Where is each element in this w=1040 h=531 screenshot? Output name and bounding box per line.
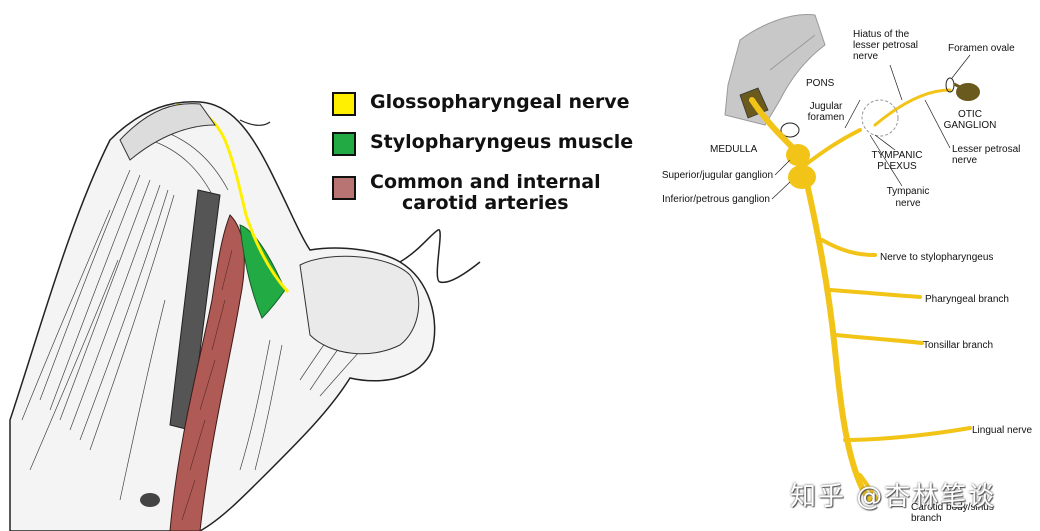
label-inferior-ganglion: Inferior/petrous ganglion xyxy=(662,194,770,205)
carotid-branch xyxy=(858,473,880,502)
label-stylopharyngeus-nerve: Nerve to stylopharyngeus xyxy=(880,252,993,263)
stylopharyngeus-muscle xyxy=(239,224,286,319)
neck-anatomy-drawing xyxy=(9,101,481,531)
legend-label-nerve: Glossopharyngeal nerve xyxy=(370,91,630,113)
legend-label-muscle: Stylopharyngeus muscle xyxy=(370,131,634,153)
anatomy-illustration-panel: Glossopharyngeal nerve Stylopharyngeus m… xyxy=(9,92,633,531)
glossopharyngeal-schematic: PONS MEDULLA Jugular foramen Hiatus of t… xyxy=(662,14,1032,524)
label-otic-1: OTIC xyxy=(958,109,982,120)
label-superior-ganglion: Superior/jugular ganglion xyxy=(662,170,773,181)
lingual-branch xyxy=(843,426,972,442)
tonsillar-branch xyxy=(834,333,924,345)
label-tonsillar-branch: Tonsillar branch xyxy=(923,340,993,351)
label-jugular-foramen-1: Jugular xyxy=(810,101,843,112)
brainstem-ridge xyxy=(769,34,816,71)
label-tympanic-nerve-1: Tympanic xyxy=(887,186,930,197)
label-tympanic-plexus-1: TYMPANIC xyxy=(872,150,923,161)
superior-ganglion-shape xyxy=(786,144,810,166)
tympanic-nerve-path xyxy=(803,128,862,167)
leader-lines xyxy=(771,54,971,200)
legend-item-nerve: Glossopharyngeal nerve xyxy=(332,92,630,116)
label-lesser-petrosal-1: Lesser petrosal xyxy=(952,144,1020,155)
legend-item-arteries: Common and internal carotid arteries xyxy=(332,172,601,214)
label-tympanic-nerve-2: nerve xyxy=(895,198,920,209)
stylopharyngeus-branch xyxy=(820,238,877,257)
label-medulla: MEDULLA xyxy=(710,144,758,155)
tongue-region xyxy=(299,255,420,355)
nerve-root xyxy=(749,97,798,153)
label-otic-2: GANGLION xyxy=(944,120,997,131)
legend-label-arteries: Common and internal carotid arteries xyxy=(370,172,601,214)
label-pharyngeal-branch: Pharyngeal branch xyxy=(925,294,1009,305)
label-jugular-foramen-2: foramen xyxy=(808,112,845,123)
watermark-text: 知乎 @杏林笔谈 xyxy=(790,482,997,512)
label-pons: PONS xyxy=(806,78,835,89)
carotid-artery xyxy=(169,214,245,531)
skull-base xyxy=(119,103,216,161)
label-carotid-2: branch xyxy=(911,513,942,524)
otic-connector xyxy=(953,82,963,90)
label-hiatus-1: Hiatus of the xyxy=(853,29,910,40)
legend-item-muscle: Stylopharyngeus muscle xyxy=(332,132,633,156)
nerve-trunk xyxy=(802,172,873,503)
label-hiatus-2: lesser petrosal xyxy=(853,40,918,51)
legend-swatch-muscle xyxy=(332,132,356,156)
jugular-foramen xyxy=(780,122,800,138)
artery-striations xyxy=(181,249,233,521)
tympanic-plexus-circle xyxy=(861,99,899,137)
label-carotid-1: Carotid body/sinus xyxy=(911,502,994,513)
legend-swatch-arteries xyxy=(332,176,356,200)
nerve-outline-top xyxy=(239,119,271,126)
vessel-cross-section xyxy=(140,493,160,507)
nerve-schematic-panel: PONS MEDULLA Jugular foramen Hiatus of t… xyxy=(640,0,1040,531)
lesser-petrosal-path xyxy=(873,88,952,127)
label-foramen-ovale: Foramen ovale xyxy=(948,43,1015,54)
label-lingual-nerve: Lingual nerve xyxy=(972,425,1032,436)
inferior-ganglion-shape xyxy=(788,165,816,189)
legend-label-arteries-line1: Common and internal xyxy=(370,171,601,193)
label-hiatus-3: nerve xyxy=(853,51,878,62)
legend-swatch-nerve xyxy=(332,92,356,116)
legend-label-arteries-line2: carotid arteries xyxy=(402,192,569,214)
label-lesser-petrosal-2: nerve xyxy=(952,155,977,166)
label-tympanic-plexus-2: PLEXUS xyxy=(877,161,917,172)
pharyngeal-branch xyxy=(828,288,922,299)
nerve-extension-line xyxy=(399,229,481,284)
